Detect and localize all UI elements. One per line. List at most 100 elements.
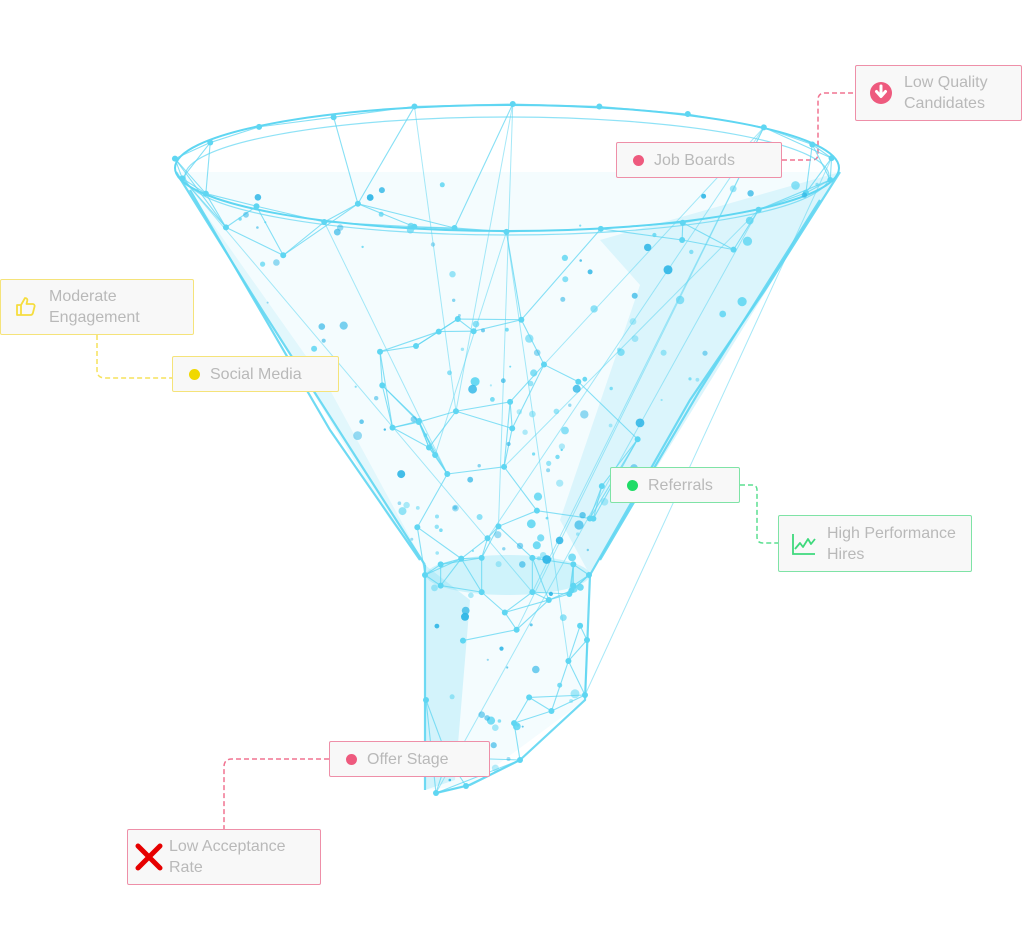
- particle: [430, 242, 436, 247]
- particle: [478, 711, 486, 718]
- mesh-chord: [487, 127, 765, 539]
- stage-referrals[interactable]: Referrals: [610, 467, 740, 503]
- particle: [468, 592, 474, 599]
- particle: [561, 254, 569, 261]
- mesh-line: [455, 401, 511, 412]
- mesh-chord: [181, 178, 533, 593]
- mesh-line: [357, 106, 415, 205]
- particle: [449, 694, 455, 700]
- particle: [403, 501, 410, 509]
- mesh-line: [498, 525, 533, 559]
- mesh-line: [763, 126, 813, 146]
- particle: [366, 194, 374, 201]
- stage-social-media[interactable]: Social Media: [172, 356, 339, 392]
- mesh-line: [682, 239, 734, 251]
- particle: [378, 187, 385, 194]
- particle: [472, 320, 480, 328]
- particle: [516, 409, 522, 415]
- particle: [579, 512, 586, 519]
- particle: [815, 182, 819, 187]
- mesh-line: [599, 105, 688, 115]
- mesh-node: [470, 328, 477, 335]
- particle: [600, 498, 609, 506]
- low-quality-label: Low Quality Candidates: [904, 74, 988, 112]
- referrals-label: Referrals: [648, 476, 713, 494]
- mesh-chord: [434, 231, 507, 456]
- mesh-node: [598, 483, 605, 490]
- particle: [516, 542, 524, 550]
- particle: [457, 314, 461, 317]
- particle: [264, 221, 267, 224]
- mesh-line: [460, 537, 488, 560]
- mesh-node: [389, 424, 396, 431]
- mesh-node: [413, 343, 420, 350]
- mesh-line: [174, 158, 227, 228]
- particle: [652, 232, 657, 238]
- mesh-node: [422, 572, 428, 578]
- mesh-line: [600, 222, 683, 230]
- mesh-node: [411, 103, 418, 110]
- particle: [407, 222, 415, 230]
- mesh-node: [437, 561, 444, 568]
- particle: [560, 296, 566, 302]
- outcome-low-acceptance-rate[interactable]: Low Acceptance Rate: [127, 829, 321, 885]
- particle: [359, 419, 364, 425]
- line-chart-icon: [789, 529, 819, 559]
- particle: [333, 228, 341, 236]
- mesh-node: [171, 155, 178, 162]
- mesh-line: [417, 526, 462, 560]
- particle: [468, 384, 477, 394]
- connector-3: [223, 758, 329, 829]
- particle: [689, 249, 694, 255]
- mesh-node: [548, 708, 555, 715]
- low-acceptance-label: Low Acceptance Rate: [169, 838, 286, 876]
- mesh-line: [357, 203, 455, 229]
- mesh-line: [551, 694, 586, 712]
- outcome-low-quality-candidates[interactable]: Low Quality Candidates: [855, 65, 1022, 121]
- mesh-node: [507, 398, 514, 405]
- mesh-node: [459, 637, 466, 644]
- particle: [470, 377, 480, 387]
- particle: [497, 719, 502, 723]
- mesh-line: [205, 193, 227, 228]
- mesh-node: [451, 224, 458, 231]
- mesh-line: [440, 585, 482, 593]
- mesh-line: [460, 558, 483, 593]
- mesh-line: [357, 203, 415, 228]
- mesh-line: [682, 222, 734, 251]
- mesh-node: [509, 425, 516, 432]
- stage-offer-stage[interactable]: Offer Stage: [329, 741, 490, 777]
- mesh-line: [381, 385, 394, 428]
- particle: [532, 452, 536, 456]
- particle: [590, 305, 598, 313]
- mesh-line: [589, 485, 603, 519]
- mesh-node: [586, 572, 592, 578]
- funnel-edge-4: [189, 189, 421, 561]
- mesh-line: [481, 538, 489, 559]
- mesh-line: [324, 221, 415, 228]
- mesh-line: [225, 226, 284, 256]
- mesh-line: [503, 401, 511, 467]
- particle: [477, 464, 481, 468]
- connector-1: [96, 335, 172, 379]
- mesh-line: [504, 591, 533, 613]
- mesh-line: [682, 209, 759, 224]
- particle: [695, 377, 700, 382]
- particle: [397, 470, 406, 479]
- mesh-line: [282, 203, 359, 256]
- particle: [548, 591, 554, 597]
- outcome-high-performance-hires[interactable]: High Performance Hires: [778, 515, 972, 572]
- particle: [629, 318, 637, 325]
- particle: [378, 211, 384, 217]
- particle: [579, 224, 582, 227]
- mesh-node: [529, 554, 536, 561]
- mesh-line: [424, 558, 462, 576]
- particle: [609, 386, 613, 391]
- particle: [570, 689, 580, 699]
- stage-job-boards[interactable]: Job Boards: [616, 142, 782, 178]
- mesh-chord: [584, 157, 832, 696]
- particle: [489, 384, 492, 387]
- particle: [527, 380, 534, 387]
- outcome-moderate-engagement[interactable]: Moderate Engagement: [0, 279, 194, 335]
- particle: [256, 226, 259, 229]
